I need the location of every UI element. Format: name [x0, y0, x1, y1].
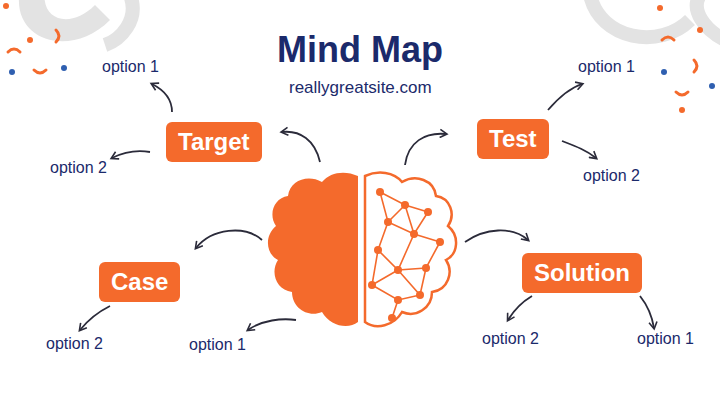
website: reallygreatsite.com — [289, 78, 432, 98]
option-label: option 1 — [578, 58, 635, 76]
category-box: Solution — [522, 253, 642, 293]
option-label: option 2 — [46, 335, 103, 353]
category-label: Case — [111, 268, 168, 296]
category-box: Target — [166, 122, 262, 162]
confetti — [3, 3, 715, 113]
option-label: option 1 — [189, 336, 246, 354]
category-box: Test — [477, 119, 549, 159]
deco-arc — [105, 0, 133, 45]
category-box: Case — [99, 262, 180, 302]
deco-arc — [19, 0, 110, 41]
option-label: option 2 — [583, 167, 640, 185]
category-label: Test — [489, 125, 537, 153]
category-label: Solution — [534, 259, 630, 287]
brain — [268, 173, 456, 326]
option-label: option 1 — [637, 330, 694, 348]
option-label: option 1 — [102, 58, 159, 76]
option-label: option 2 — [482, 330, 539, 348]
deco-arc — [697, 0, 720, 40]
category-label: Target — [178, 128, 250, 156]
title: Mind Map — [277, 29, 443, 71]
deco-arc — [590, 0, 690, 37]
arrow — [80, 84, 654, 330]
option-label: option 2 — [50, 159, 107, 177]
